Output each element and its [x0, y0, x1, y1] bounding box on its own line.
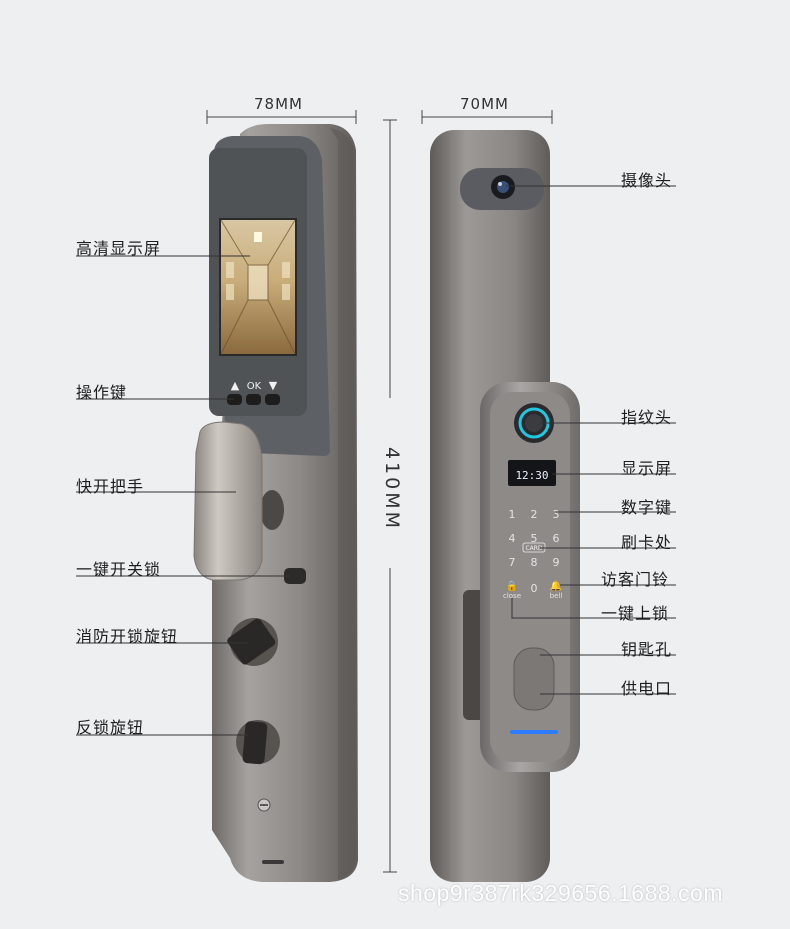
label-hd-screen: 高清显示屏 [76, 239, 162, 258]
key-up-label: ▲ [231, 379, 240, 392]
label-display: 显示屏 [621, 459, 673, 478]
label-keyhole: 钥匙孔 [621, 640, 673, 659]
label-camera: 摄像头 [621, 171, 673, 190]
key-down-label: ▼ [269, 379, 278, 392]
bell-label[interactable]: bell [550, 592, 563, 600]
blue-indicator [510, 730, 558, 734]
bell-icon: 🔔 [550, 580, 562, 592]
one-key-lock-button[interactable] [284, 568, 306, 584]
keypad-key-5[interactable]: 5 [531, 532, 538, 545]
label-power-port: 供电口 [621, 679, 673, 698]
down-key[interactable] [265, 394, 280, 405]
leader-lines [76, 185, 676, 736]
watermark: shop9r387rk329656.1688.com [398, 880, 724, 906]
keypad-key-3[interactable]: 3 [553, 508, 560, 521]
keypad-key-1[interactable]: 1 [509, 508, 516, 521]
up-key[interactable] [227, 394, 242, 405]
keypad-key-4[interactable]: 4 [509, 532, 516, 545]
quick-open-handle[interactable] [193, 421, 263, 581]
keypad-key-2[interactable]: 2 [531, 508, 538, 521]
inside-lock: ▲ OK ▼ [193, 124, 358, 882]
keypad-key-7[interactable]: 7 [509, 556, 516, 569]
keypad-key-9[interactable]: 9 [553, 556, 560, 569]
label-anti-lock-knob: 反锁旋钮 [76, 718, 145, 737]
label-fire-knob: 消防开锁旋钮 [76, 627, 179, 646]
outside-lock: 12:30 1 2 3 4 5 6 7 8 9 0 CARD 🔒 close 🔔… [430, 130, 580, 882]
label-one-key-lock-right: 一键上锁 [601, 604, 670, 623]
keypad-key-6[interactable]: 6 [553, 532, 560, 545]
lock-icon: 🔒 [506, 580, 518, 592]
close-label[interactable]: close [503, 592, 521, 600]
keypad-key-0[interactable]: 0 [531, 582, 538, 595]
ok-key[interactable] [246, 394, 261, 405]
card-label: CARD [525, 545, 542, 552]
key-ok-label: OK [247, 381, 262, 392]
label-fingerprint: 指纹头 [621, 408, 673, 427]
keyhole-cover[interactable] [513, 647, 555, 711]
label-keypad: 数字键 [621, 498, 673, 517]
keypad-key-8[interactable]: 8 [531, 556, 538, 569]
label-quick-handle: 快开把手 [76, 477, 145, 496]
dimension-lines [206, 110, 553, 873]
width-dimension: 78MM [254, 95, 303, 113]
label-one-key-lock: 一键开关锁 [76, 560, 162, 579]
depth-dimension: 70MM [460, 95, 509, 113]
display-time: 12:30 [515, 469, 548, 482]
label-doorbell: 访客门铃 [601, 570, 670, 589]
status-display [508, 460, 556, 486]
label-operation-keys: 操作键 [76, 383, 128, 402]
label-card: 刷卡处 [621, 533, 673, 552]
